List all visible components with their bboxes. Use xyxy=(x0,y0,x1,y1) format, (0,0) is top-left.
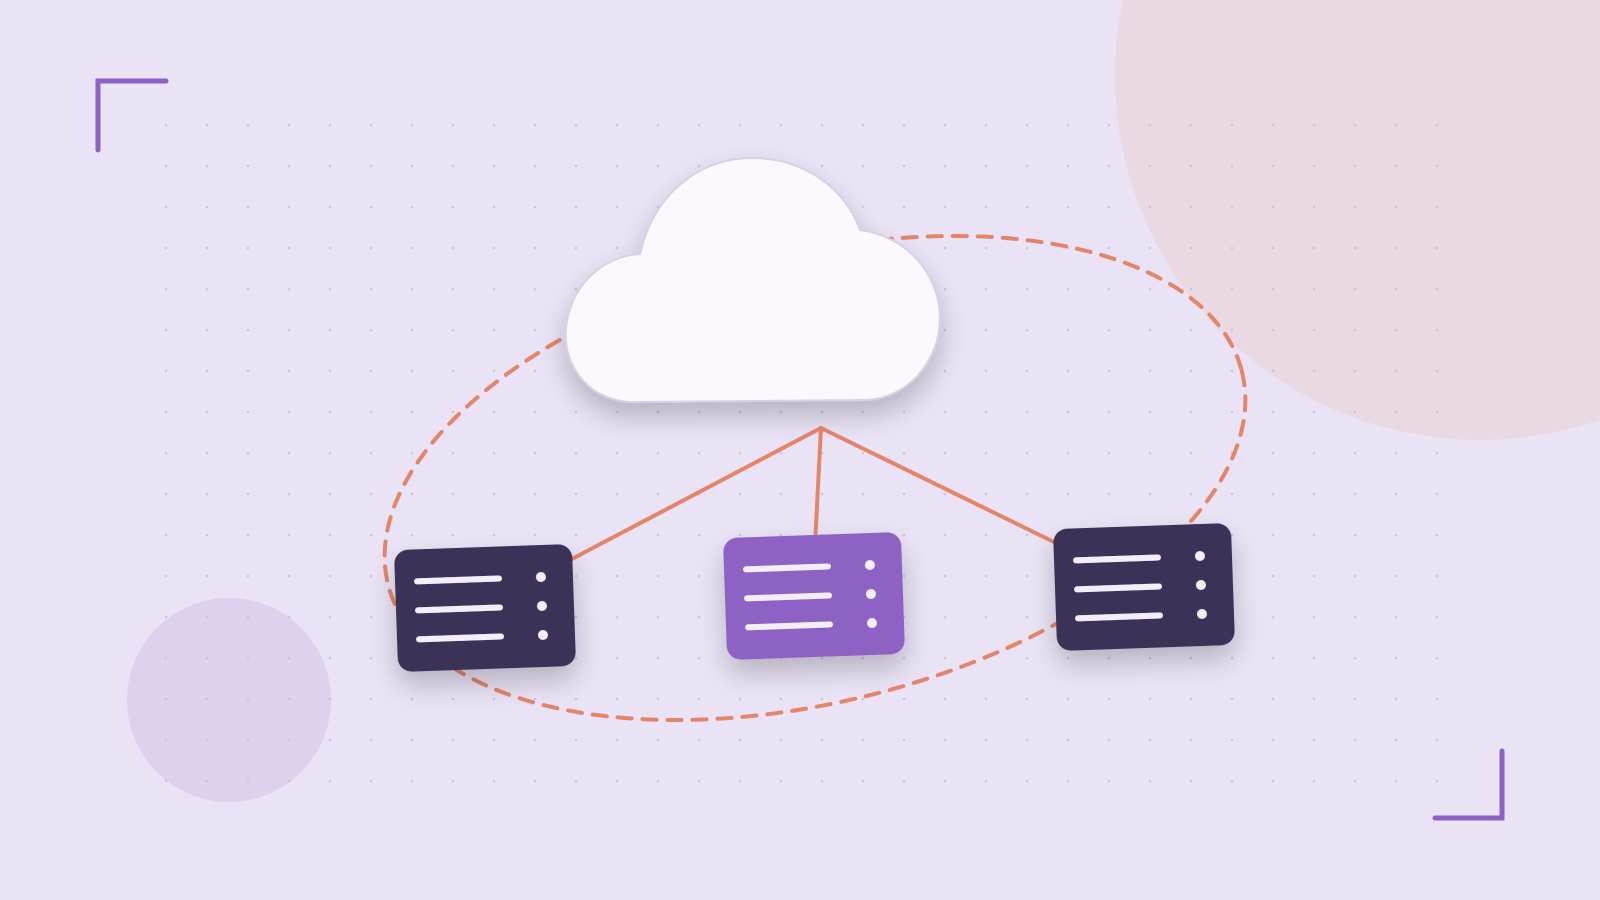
server-status-light xyxy=(1195,580,1206,591)
connector-cloud-server-left xyxy=(568,426,823,562)
cloud-icon xyxy=(564,156,942,404)
server-drive-line xyxy=(1074,583,1162,593)
server-drive-line xyxy=(1075,612,1164,622)
server-drive-line xyxy=(1073,554,1161,564)
server-status-light xyxy=(537,629,548,640)
server-drive-line xyxy=(416,633,505,643)
connector-lines xyxy=(568,426,1062,562)
server-status-light xyxy=(865,589,876,600)
server-drive-line xyxy=(745,621,834,631)
server-status-light xyxy=(864,560,875,571)
server-left xyxy=(394,544,576,672)
server-right xyxy=(1053,523,1235,651)
connector-cloud-server-right xyxy=(819,426,1062,547)
corner-bracket-top-left xyxy=(95,78,169,153)
server-status-light xyxy=(1194,551,1205,562)
server-center xyxy=(723,532,905,660)
server-drive-line xyxy=(743,563,831,573)
corner-bracket-bottom-right xyxy=(1432,748,1505,821)
server-status-light xyxy=(535,572,546,583)
server-status-light xyxy=(536,601,547,612)
server-status-light xyxy=(1196,608,1207,619)
connector-cloud-server-center xyxy=(813,426,823,547)
server-drive-line xyxy=(414,575,502,585)
server-drive-line xyxy=(744,592,832,602)
server-drive-line xyxy=(415,604,503,614)
server-status-light xyxy=(866,617,877,628)
